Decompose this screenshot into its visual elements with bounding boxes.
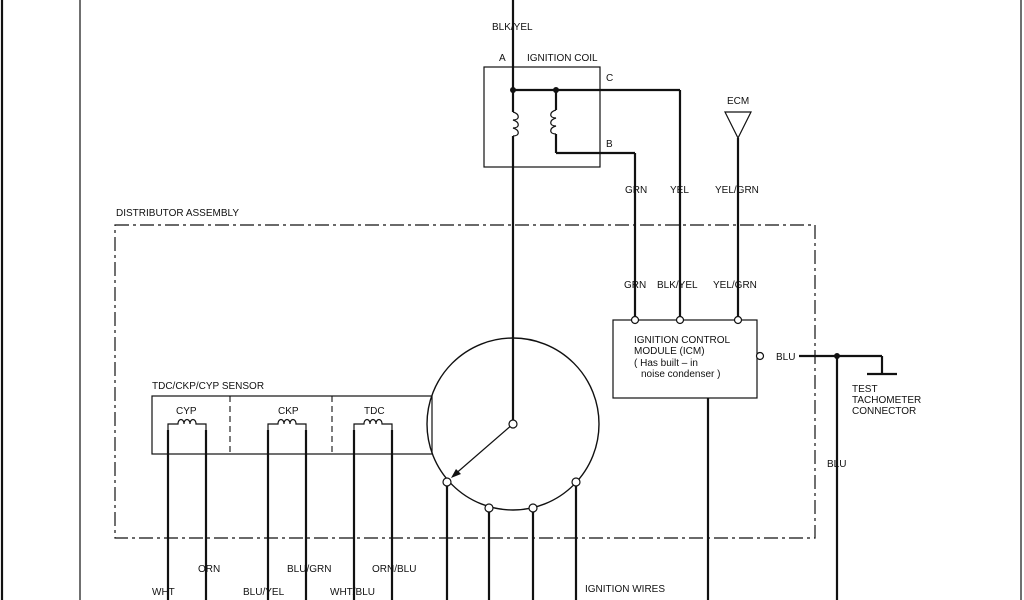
icm-terminal-blu (755, 351, 765, 361)
cap-terminal-4 (571, 477, 581, 487)
cyp-label: CYP (176, 406, 197, 417)
tach-label-line1: TEST (852, 384, 878, 395)
ignition-wires-label: IGNITION WIRES (585, 584, 665, 595)
orn-label: ORN (198, 564, 220, 575)
icm-title-line1: IGNITION CONTROL (634, 335, 731, 346)
coil-yel-label: YEL (670, 185, 689, 196)
cap-terminal-2 (484, 503, 494, 513)
icm-yelgrn-label: YEL/GRN (713, 280, 757, 291)
bluyel-label: BLU/YEL (243, 587, 285, 598)
coil-grn-label: GRN (625, 185, 647, 196)
icm-terminal-blkyel (675, 315, 685, 325)
icm-terminal-grn (630, 315, 640, 325)
ckp-label: CKP (278, 406, 299, 417)
distributor-assembly-label: DISTRIBUTOR ASSEMBLY (116, 208, 239, 219)
cyp-coil (167, 418, 207, 435)
sensor-title: TDC/CKP/CYP SENSOR (152, 381, 264, 392)
tach-label-line3: CONNECTOR (852, 406, 916, 417)
icm-blu-label: BLU (776, 352, 795, 363)
ignition-coil-title: IGNITION COIL (527, 53, 598, 64)
cap-terminal-1 (442, 477, 452, 487)
ecm-label: ECM (727, 96, 749, 107)
distributor-assembly-outline (114, 224, 816, 539)
ecm-ground-symbol (724, 111, 752, 140)
coil-terminal-a: A (499, 53, 506, 64)
rotor-arrow-head (451, 469, 461, 478)
rotor-arm (452, 423, 514, 477)
icm-terminal-yelgrn (733, 315, 743, 325)
icm-box (612, 319, 758, 399)
coil-terminal-c: C (606, 73, 613, 84)
ornblu-label: ORN/BLU (372, 564, 416, 575)
blugrn-label: BLU/GRN (287, 564, 331, 575)
wht-label: WHT (152, 587, 175, 598)
coil-primary-winding (550, 109, 557, 135)
icm-note-line2: noise condenser ) (641, 369, 721, 380)
icm-blkyel-label: BLK/YEL (657, 280, 698, 291)
icm-grn-label: GRN (624, 280, 646, 291)
icm-note-line1: ( Has built – in (634, 358, 698, 369)
tach-blu-label: BLU (827, 459, 846, 470)
rotor-center (508, 419, 518, 429)
icm-title-line2: MODULE (ICM) (634, 346, 705, 357)
coil-terminal-b: B (606, 139, 613, 150)
cap-terminal-3 (528, 503, 538, 513)
ckp-coil (267, 418, 307, 435)
sensor-box (151, 395, 433, 455)
ignition-coil-box (483, 66, 601, 168)
tdc-coil (353, 418, 393, 435)
whtblu-label: WHT/BLU (330, 587, 375, 598)
distributor-cap (426, 337, 600, 511)
tach-label-line2: TACHOMETER (852, 395, 921, 406)
ecm-yelgrn-label: YEL/GRN (715, 185, 759, 196)
coil-secondary-winding (512, 111, 519, 137)
tdc-label: TDC (364, 406, 385, 417)
